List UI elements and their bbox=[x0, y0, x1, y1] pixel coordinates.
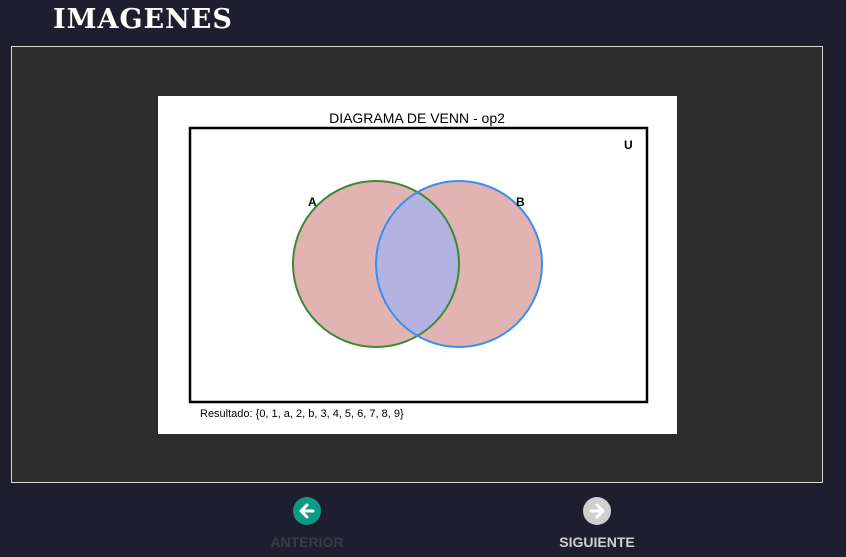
previous-label[interactable]: ANTERIOR bbox=[270, 534, 344, 550]
universe-box bbox=[188, 126, 649, 404]
page-title: IMAGENES bbox=[53, 4, 233, 35]
set-a-outline bbox=[292, 180, 460, 348]
previous-button[interactable]: ANTERIOR bbox=[256, 497, 358, 550]
arrow-left-icon[interactable] bbox=[293, 497, 321, 525]
venn-diagram-image: DIAGRAMA DE VENN - op2 U A B Resultado: … bbox=[158, 96, 677, 434]
image-viewer: DIAGRAMA DE VENN - op2 U A B Resultado: … bbox=[11, 46, 823, 483]
arrow-right-icon[interactable] bbox=[583, 497, 611, 525]
next-button[interactable]: SIGUIENTE bbox=[546, 497, 648, 550]
intersection-region bbox=[376, 181, 459, 347]
universe-label: U bbox=[624, 138, 633, 152]
result-text: Resultado: {0, 1, a, 2, b, 3, 4, 5, 6, 7… bbox=[200, 408, 404, 420]
set-b-label: B bbox=[516, 195, 525, 209]
next-label[interactable]: SIGUIENTE bbox=[559, 534, 635, 550]
diagram-title: DIAGRAMA DE VENN - op2 bbox=[329, 110, 505, 126]
set-a-label: A bbox=[308, 195, 317, 209]
set-b-outline bbox=[375, 180, 543, 348]
